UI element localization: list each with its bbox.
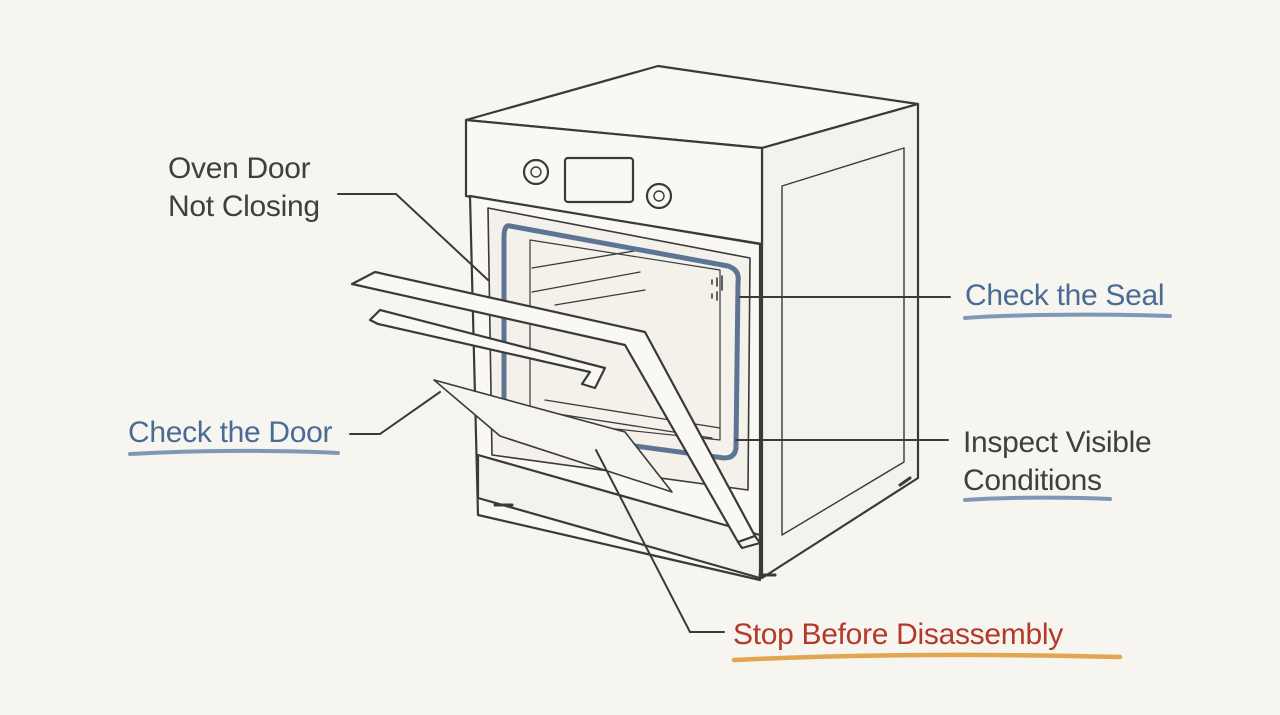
- check-door-label: Check the Door: [128, 416, 333, 449]
- control-knob-icon: [645, 182, 673, 210]
- display-panel-icon: [563, 156, 635, 204]
- inspect-line-2: Conditions: [963, 464, 1102, 497]
- oven-side-inset: [781, 147, 905, 536]
- control-knob-icon: [653, 190, 665, 202]
- check-seal-label: Check the Seal: [965, 279, 1165, 312]
- stop-before-disassembly-label: Stop Before Disassembly: [733, 618, 1063, 651]
- oven-side-panel: [760, 102, 920, 580]
- title-line-2: Not Closing: [168, 190, 320, 223]
- control-knob-icon: [530, 166, 542, 178]
- oven-door-bottom-edge: [736, 534, 762, 550]
- page-title: Oven Door Not Closing: [168, 150, 320, 226]
- underline-check-seal: [963, 312, 1172, 320]
- underline-stop: [731, 652, 1123, 663]
- oven-seal-gasket: [501, 223, 741, 461]
- leader-stop: [595, 449, 725, 633]
- underline-inspect: [963, 495, 1112, 502]
- fan-vent-icon: [711, 275, 723, 301]
- oven-base: [476, 453, 762, 580]
- inspect-conditions-label: Inspect Visible Conditions: [963, 424, 1152, 500]
- oven-illustration: [350, 64, 920, 582]
- leader-title: [337, 193, 489, 281]
- oven-door-window: [433, 379, 673, 493]
- leader-door: [349, 391, 441, 435]
- cavity-back: [529, 239, 721, 441]
- oven-foot: [493, 476, 912, 577]
- leader-lines: [337, 193, 951, 633]
- control-knob-icon: [522, 158, 550, 186]
- inspect-line-1: Inspect Visible: [963, 426, 1152, 459]
- underline-check-door: [128, 448, 340, 456]
- door-handle-icon: [368, 308, 607, 390]
- title-line-1: Oven Door: [168, 152, 311, 185]
- oven-rack-icon: [531, 249, 721, 439]
